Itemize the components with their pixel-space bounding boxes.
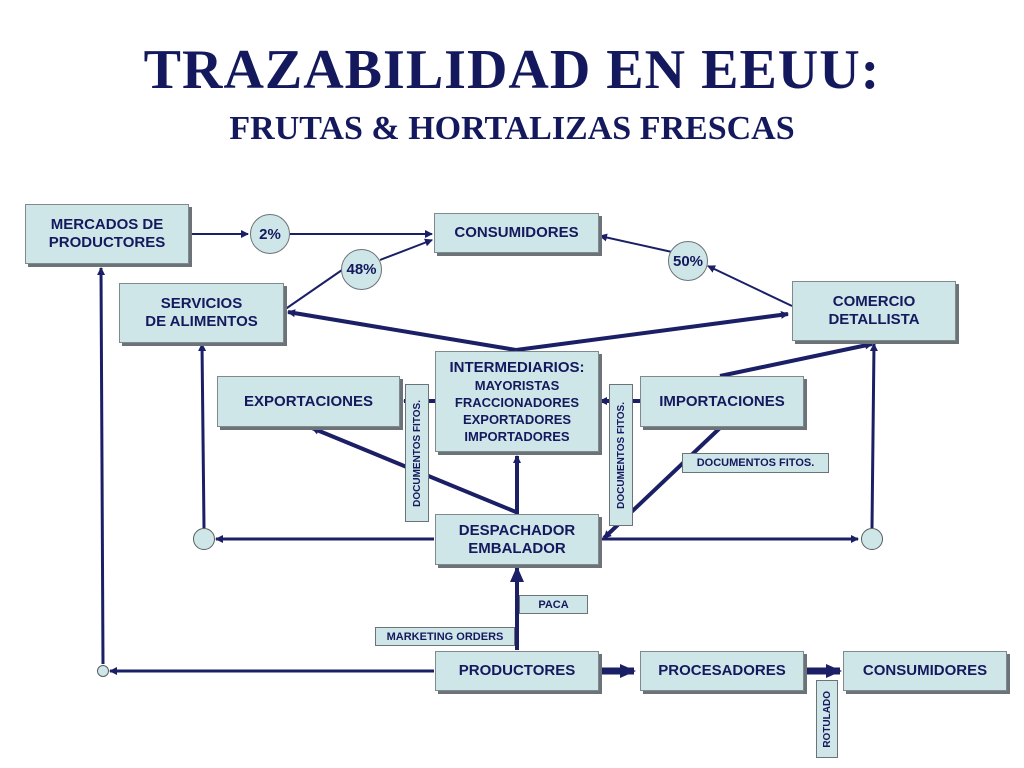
arrow-48pct-to-consumidores (379, 238, 433, 261)
arrow-servicios-to-48pct (283, 269, 343, 311)
arrow-intermediarios-to-comercio (515, 310, 789, 352)
comercio-detallista-box: COMERCIO DETALLISTA (792, 281, 956, 341)
intermediarios-item: MAYORISTAS (474, 377, 560, 393)
consumidores-bottom-box: CONSUMIDORES (843, 651, 1007, 691)
despachador-line-2: EMBALADOR (468, 539, 566, 557)
paca-label: PACA (519, 595, 588, 614)
arrow-left-node-to-servicios (198, 343, 207, 529)
far-left-junction-node (97, 665, 109, 677)
productores-label: PRODUCTORES (458, 662, 576, 679)
comercio-line-2: DETALLISTA (828, 311, 920, 328)
page-subtitle: FRUTAS & HORTALIZAS FRESCAS (229, 110, 795, 147)
page-title: TRAZABILIDAD EN EEUU: (143, 39, 881, 101)
arrow-importaciones-to-comercio (719, 341, 873, 378)
importaciones-box: IMPORTACIONES (640, 376, 804, 427)
exportaciones-box: EXPORTACIONES (217, 376, 400, 427)
arrow-right-node-to-comercio (869, 343, 878, 529)
documentos-fitos-left-label: DOCUMENTOS FITOS. (405, 384, 429, 522)
arrow-intermediarios-to-servicios (287, 309, 517, 352)
percent-50-circle: 50% (668, 241, 708, 281)
documentos-fitos-mid-label: DOCUMENTOS FITOS. (609, 384, 633, 526)
consumidores-top-box: CONSUMIDORES (434, 213, 599, 253)
rotulado-label: ROTULADO (816, 680, 838, 758)
servicios-de-alimentos-box: SERVICIOS DE ALIMENTOS (119, 283, 284, 343)
documentos-fitos-right-label: DOCUMENTOS FITOS. (682, 453, 829, 473)
intermediarios-title: INTERMEDIARIOS: (449, 358, 585, 376)
consumidores-bottom-label: CONSUMIDORES (862, 662, 988, 679)
mercados-line-2: PRODUCTORES (48, 234, 166, 251)
mercados-de-productores-box: MERCADOS DE PRODUCTORES (25, 204, 189, 264)
consumidores-top-label: CONSUMIDORES (454, 224, 579, 241)
arrow-50pct-to-consumidores (599, 233, 673, 253)
marketing-orders-label: MARKETING ORDERS (375, 627, 515, 646)
arrow-comercio-to-50pct (707, 265, 793, 307)
despachador-embalador-box: DESPACHADOR EMBALADOR (435, 514, 599, 565)
right-junction-node (861, 528, 883, 550)
importaciones-label: IMPORTACIONES (659, 392, 785, 410)
procesadores-box: PROCESADORES (640, 651, 804, 691)
intermediarios-item: EXPORTADORES (462, 411, 572, 427)
arrow-left-node-to-mercados (97, 267, 106, 665)
percent-2-circle: 2% (250, 214, 290, 254)
mercados-line-1: MERCADOS DE (50, 216, 164, 233)
servicios-line-2: DE ALIMENTOS (145, 313, 258, 330)
intermediarios-item: FRACCIONADORES (454, 394, 580, 410)
productores-box: PRODUCTORES (435, 651, 599, 691)
procesadores-label: PROCESADORES (658, 662, 786, 679)
despachador-line-1: DESPACHADOR (458, 521, 576, 539)
intermediarios-box: INTERMEDIARIOS: MAYORISTAS FRACCIONADORE… (435, 351, 599, 452)
servicios-line-1: SERVICIOS (160, 295, 243, 312)
comercio-line-1: COMERCIO (832, 293, 916, 310)
intermediarios-item: IMPORTADORES (464, 428, 570, 444)
percent-48-circle: 48% (341, 249, 382, 290)
left-junction-node (193, 528, 215, 550)
exportaciones-label: EXPORTACIONES (244, 392, 373, 410)
